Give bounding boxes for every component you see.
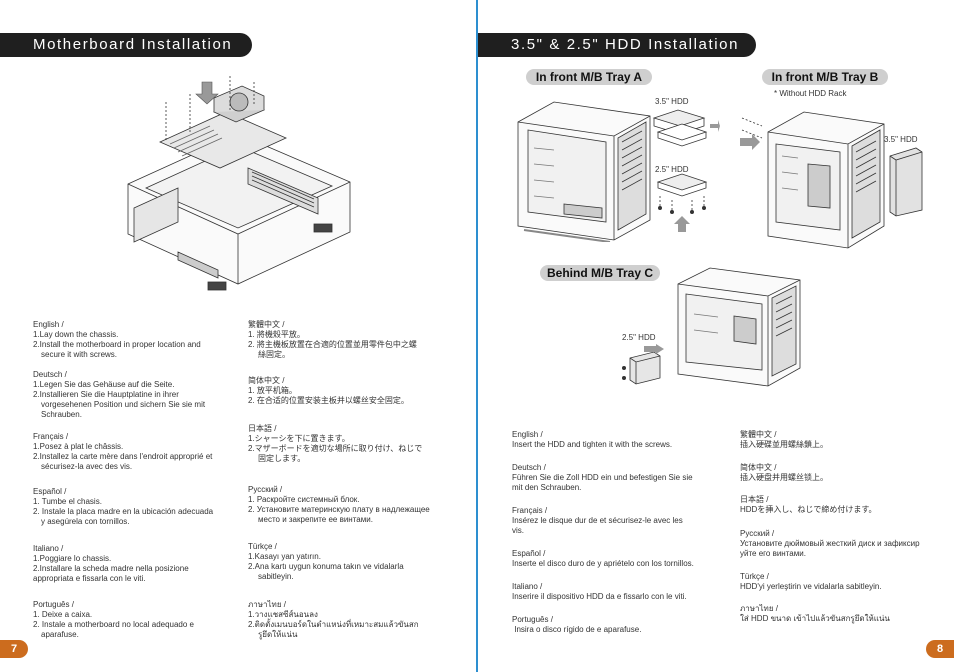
hdd-35-caption-b: 3.5" HDD: [884, 135, 918, 144]
lang-english: English / 1.Lay down the chassis. 2.Inst…: [33, 320, 201, 359]
lang-simplified-chinese: 简体中文 / 1. 放平机箱。 2. 在合适的位置安装主板并以螺丝安全固定。: [248, 376, 409, 405]
lang-traditional-chinese: 繁體中文 / 1. 將機殼平放。 2. 將主機板放置在合適的位置並用零件包中之螺…: [248, 320, 417, 359]
page-title: 3.5" & 2.5" HDD Installation: [478, 33, 756, 57]
lang-russian: Русский / Установите дюймовый жесткий ди…: [740, 529, 920, 558]
tray-c-label: Behind M/B Tray C: [540, 265, 660, 281]
lang-portugues: Português / Insira o disco rígido de e a…: [512, 615, 642, 634]
lang-japanese: 日本語 / 1.シャーシを下に置きます。 2.マザーボードを適切な場所に取り付け…: [248, 424, 423, 463]
lang-francais: Français / 1.Posez à plat le châssis. 2.…: [33, 432, 213, 471]
page-number: 8: [926, 640, 954, 658]
tray-c-hdd-illustration: [622, 344, 664, 385]
lang-turkish: Türkçe / HDD'yi yerleştirin ve vidalarla…: [740, 572, 882, 591]
tray-b-label: In front M/B Tray B: [762, 69, 888, 85]
lang-russian: Русский / 1. Раскройте системный блок. 2…: [248, 485, 430, 524]
lang-deutsch: Deutsch / Führen Sie die Zoll HDD ein un…: [512, 463, 693, 492]
without-hdd-rack-note: * Without HDD Rack: [774, 89, 847, 98]
lang-francais: Français / Insérez le disque dur de et s…: [512, 506, 683, 535]
lang-thai: ภาษาไทย / ใส่ HDD ขนาด เข้าไปแล้วขันสกรู…: [740, 604, 890, 623]
tray-a-chassis-illustration: [517, 101, 651, 242]
tray-b-hdd-illustration: [889, 147, 923, 217]
lang-espanol: Español / 1. Tumbe el chasis. 2. Instale…: [33, 487, 214, 526]
right-page: 3.5" & 2.5" HDD Installation In front M/…: [478, 0, 954, 672]
lang-thai: ภาษาไทย / 1.วางแชสซีส์นอนลง 2.ติดตั้งเมน…: [248, 600, 419, 639]
lang-turkish: Türkçe / 1.Kasayı yan yatırın. 2.Ana kar…: [248, 542, 404, 581]
tray-b-chassis-illustration: [740, 111, 885, 249]
hdd-25-caption-a: 2.5" HDD: [655, 165, 689, 174]
tray-a-hdd-parts-illustration: [652, 109, 720, 232]
page-title: Motherboard Installation: [0, 33, 252, 57]
page-number: 7: [0, 640, 28, 658]
lang-english: English / Insert the HDD and tighten it …: [512, 430, 673, 449]
tray-a-label: In front M/B Tray A: [526, 69, 652, 85]
hdd-25-caption-c: 2.5" HDD: [622, 333, 656, 342]
page-divider: [476, 0, 478, 672]
hdd-35-caption-a: 3.5" HDD: [655, 97, 689, 106]
lang-japanese: 日本語 / HDDを挿入し、ねじで締め付けます。: [740, 495, 877, 514]
motherboard-installation-illustration: [127, 76, 351, 291]
lang-deutsch: Deutsch / 1.Legen Sie das Gehäuse auf di…: [33, 370, 206, 419]
lang-espanol: Español / Inserte el disco duro de y apr…: [512, 549, 694, 568]
lang-portugues: Português / 1. Deixe a caixa. 2. Instale…: [33, 600, 195, 639]
lang-italiano: Italiano / Inserire il dispositivo HDD d…: [512, 582, 687, 601]
tray-c-chassis-illustration: [677, 267, 801, 387]
lang-simplified-chinese: 简体中文 / 插入硬盘并用螺丝锁上。: [740, 463, 828, 482]
lang-traditional-chinese: 繁體中文 / 插入硬碟並用螺絲鎖上。: [740, 430, 828, 449]
left-page: Motherboard Installation: [0, 0, 476, 672]
lang-italiano: Italiano / 1.Poggiare lo chassis. 2.Inst…: [33, 544, 189, 583]
